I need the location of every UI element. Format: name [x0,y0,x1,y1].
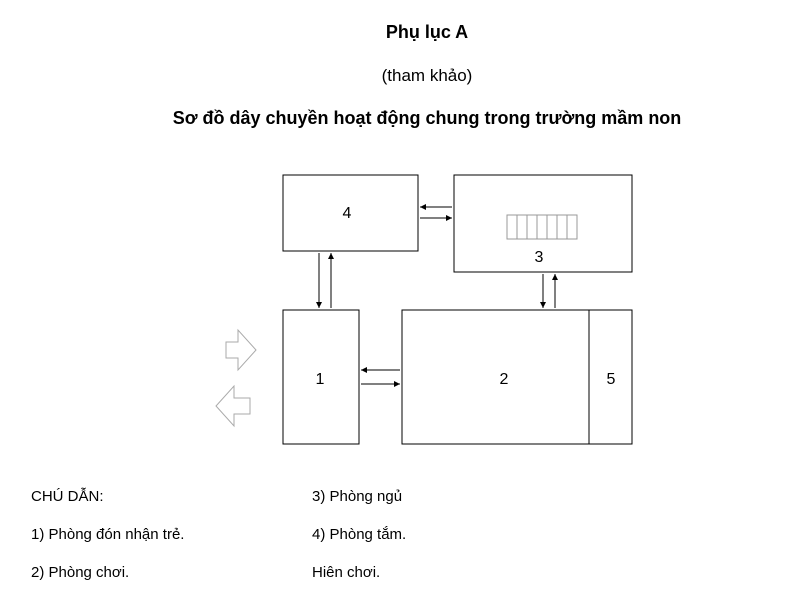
legend-item-3: 3) Phòng ngủ [312,488,403,505]
legend-item-5: Hiên chơi. [312,564,381,581]
appendix-subheading: (tham khảo) [381,66,473,85]
block-4: 4 [282,174,419,252]
block-1-label: 1 [316,371,325,388]
block-5: 5 [588,309,633,445]
legend-item-4: 4) Phòng tắm. [312,526,407,543]
diagram-title: Sơ đồ dây chuyền hoạt động chung trong t… [172,108,682,128]
legend-title: CHÚ DẪN: [31,488,104,505]
block-3: 3 [453,174,633,273]
block-2: 2 [401,309,590,445]
block-5-label: 5 [607,371,616,388]
block-4-label: 4 [343,205,352,222]
block-3-label: 3 [535,249,544,266]
entry-arrow-icon [225,328,257,372]
legend-item-2: 2) Phòng chơi. [31,564,130,581]
exit-arrow-icon [215,384,251,428]
legend-item-1: 1) Phòng đón nhận trẻ. [31,526,185,543]
bed-row-icon [506,214,578,240]
block-1: 1 [282,309,360,445]
appendix-heading: Phụ lục A [385,22,469,42]
block-2-label: 2 [500,371,509,388]
